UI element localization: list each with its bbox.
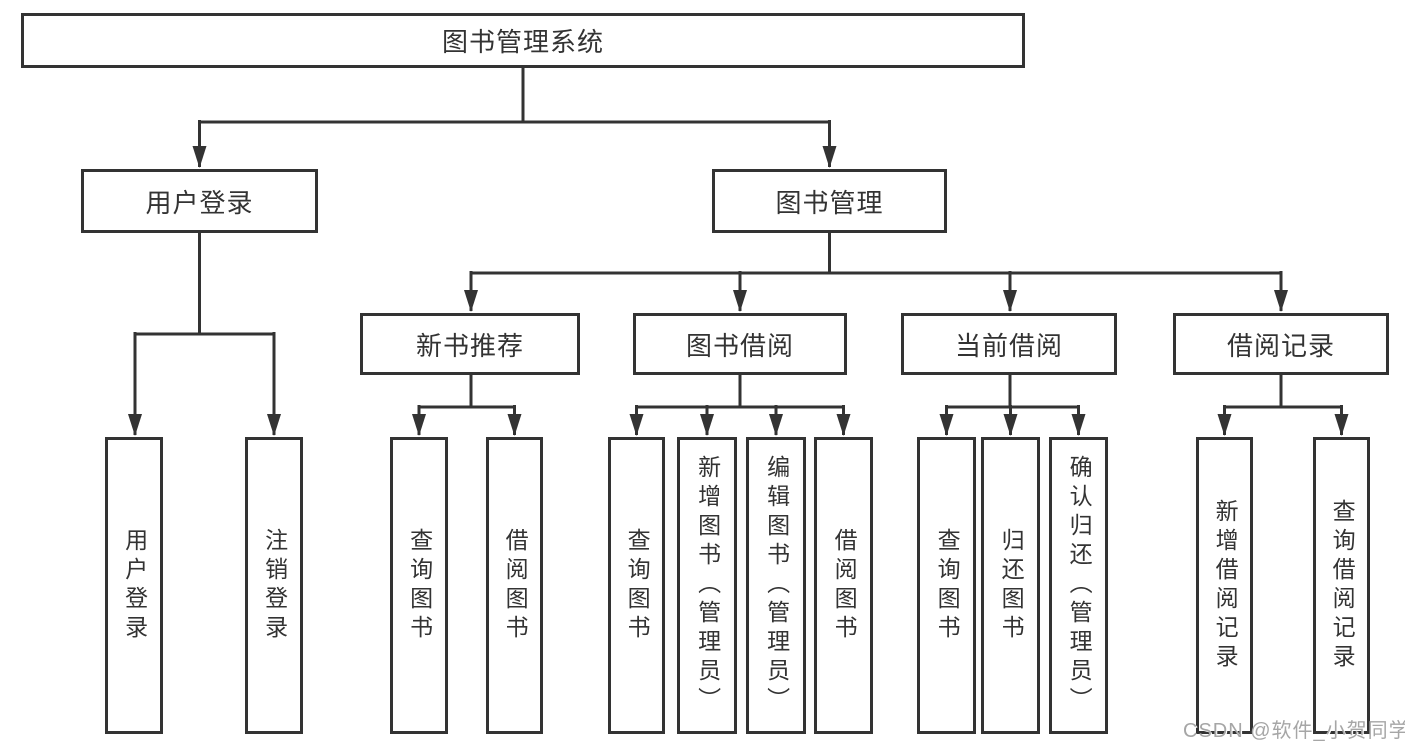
leaf-label: 借阅图书	[502, 527, 529, 644]
leaf-label: 查询图书	[624, 527, 651, 644]
leaf-logout-login: 注销登录	[245, 437, 303, 734]
leaf-edit-book-admin: 编辑图书（管理员）	[746, 437, 806, 734]
leaf-label: 编辑图书（管理员）	[763, 455, 790, 716]
node-label: 图书管理系统	[441, 27, 604, 57]
leaf-add-book-admin: 新增图书（管理员）	[677, 437, 737, 734]
node-label: 当前借阅	[954, 330, 1063, 361]
leaf-label: 注销登录	[261, 527, 288, 644]
node-label: 借阅记录	[1226, 330, 1335, 361]
leaf-label: 新增图书（管理员）	[694, 455, 721, 716]
leaf-confirm-return-admin: 确认归还（管理员）	[1049, 437, 1108, 734]
leaf-query-book-borrow: 查询图书	[608, 437, 665, 734]
node-label: 新书推荐	[415, 330, 524, 361]
leaf-label: 查询图书	[406, 527, 433, 644]
leaf-label: 查询借阅记录	[1329, 498, 1356, 673]
node-new-book-recommend: 新书推荐	[360, 313, 580, 375]
node-borrow-records: 借阅记录	[1173, 313, 1389, 375]
leaf-user-login: 用户登录	[105, 437, 163, 734]
node-current-borrow: 当前借阅	[901, 313, 1117, 375]
leaf-return-book: 归还图书	[981, 437, 1040, 734]
node-label: 用户登录	[145, 187, 254, 218]
node-book-borrow: 图书借阅	[633, 313, 847, 375]
leaf-label: 归还图书	[998, 527, 1025, 644]
node-book-management: 图书管理	[712, 169, 947, 233]
node-user-login: 用户登录	[81, 169, 318, 233]
leaf-query-borrow-record: 查询借阅记录	[1313, 437, 1370, 734]
leaf-label: 用户登录	[121, 527, 148, 644]
node-library-management-system: 图书管理系统	[21, 13, 1025, 68]
leaf-add-borrow-record: 新增借阅记录	[1196, 437, 1253, 734]
node-label: 图书借阅	[685, 330, 794, 361]
leaf-query-book-current: 查询图书	[917, 437, 976, 734]
leaf-query-book-recommend: 查询图书	[390, 437, 448, 734]
leaf-borrow-book: 借阅图书	[814, 437, 873, 734]
leaf-borrow-book-recommend: 借阅图书	[486, 437, 543, 734]
leaf-label: 借阅图书	[831, 527, 858, 644]
leaf-label: 确认归还（管理员）	[1066, 455, 1093, 716]
leaf-label: 新增借阅记录	[1212, 498, 1239, 673]
node-label: 图书管理	[775, 187, 884, 218]
csdn-watermark: CSDN @软件_小贺同学	[1183, 720, 1405, 742]
leaf-label: 查询图书	[934, 527, 961, 644]
